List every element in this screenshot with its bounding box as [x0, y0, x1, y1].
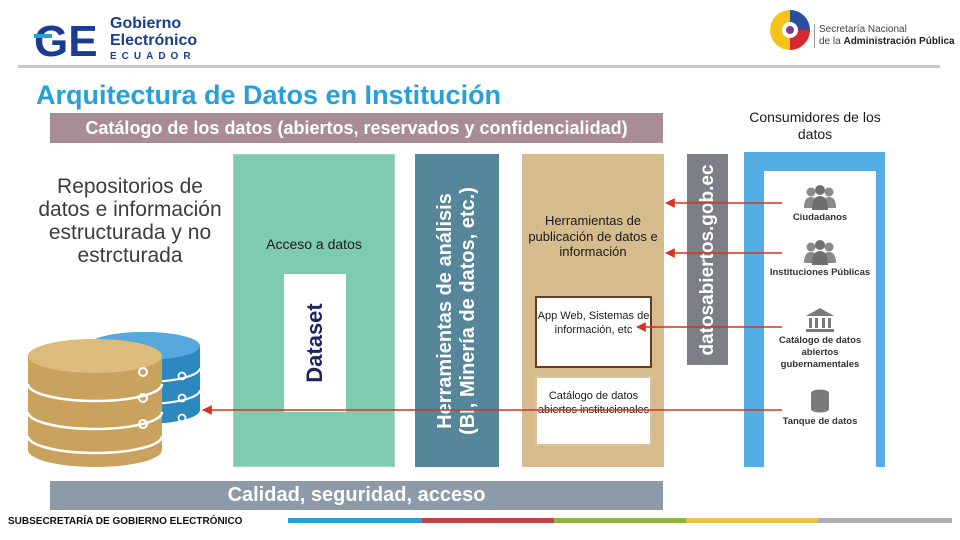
consumer-label: Catálogo de datos abiertos gubernamental… [778, 335, 862, 370]
page-title: Arquitectura de Datos en Institución [36, 80, 502, 110]
analysis-tools-panel: Herramientas de análisis (BI, Minería de… [415, 154, 499, 467]
agency-line-2: de la [819, 36, 841, 47]
agency-line-1: Secretaría Nacional [819, 24, 907, 35]
consumer-catalogo: Catálogo de datos abiertos gubernamental… [764, 307, 876, 371]
footer-stripe-blue [288, 518, 422, 523]
footer-stripe-green [554, 518, 686, 523]
agency-line-2-bold: Administración Pública [843, 36, 955, 47]
logo-line-2: Electrónico [110, 32, 198, 49]
consumer-ciudadanos: Ciudadanos [764, 184, 876, 224]
people-icon [804, 240, 836, 265]
people-icon [804, 185, 836, 210]
app-web-label: App Web, Sistemas de información, etc [537, 310, 650, 336]
institutional-catalog-box: Catálogo de datos abiertos institucional… [535, 376, 652, 446]
consumer-label: Tanque de datos [782, 416, 858, 427]
consumer-instituciones: Instituciones Públicas [764, 239, 876, 279]
data-tank-icon [811, 389, 829, 413]
secretaria-text: Secretaría Nacional de la Administración… [814, 24, 955, 48]
access-label: Acceso a datos [266, 236, 362, 252]
consumer-label: Ciudadanos [792, 212, 848, 223]
footer-stripe-red [422, 518, 554, 523]
publishing-label: Herramientas de publicación de datos e i… [528, 213, 658, 260]
dataset-box: Dataset [284, 274, 346, 412]
gobierno-electronico-wordmark: Gobierno Electrónico ECUADOR [110, 16, 197, 62]
consumer-tanque: Tanque de datos [764, 388, 876, 428]
header-divider [18, 65, 940, 68]
consumer-label: Instituciones Públicas [769, 267, 871, 278]
footer-stripe-yellow [686, 518, 818, 523]
logo-line-3: ECUADOR [110, 51, 196, 62]
logo-line-1: Gobierno [110, 15, 182, 32]
gobierno-electronico-logo-icon: GE [34, 18, 98, 60]
institution-icon [806, 308, 834, 332]
portal-panel: datosabiertos.gob.ec [687, 154, 728, 365]
app-web-box: App Web, Sistemas de información, etc [535, 296, 652, 368]
quality-bar: Calidad, seguridad, acceso [50, 481, 663, 510]
catalog-bar: Catálogo de los datos (abiertos, reserva… [50, 113, 663, 143]
consumers-list [764, 171, 876, 467]
secretaria-logo-icon [770, 10, 810, 50]
footer-stripe-gray [818, 518, 952, 523]
consumers-title: Consumidores de los datos [749, 109, 881, 142]
repositories-label: Repositorios de datos e información estr… [38, 175, 222, 268]
svg-text:GE: GE [34, 18, 98, 60]
gold-database-icon [26, 339, 164, 467]
footer-label: SUBSECRETARÍA DE GOBIERNO ELECTRÓNICO [8, 516, 243, 527]
